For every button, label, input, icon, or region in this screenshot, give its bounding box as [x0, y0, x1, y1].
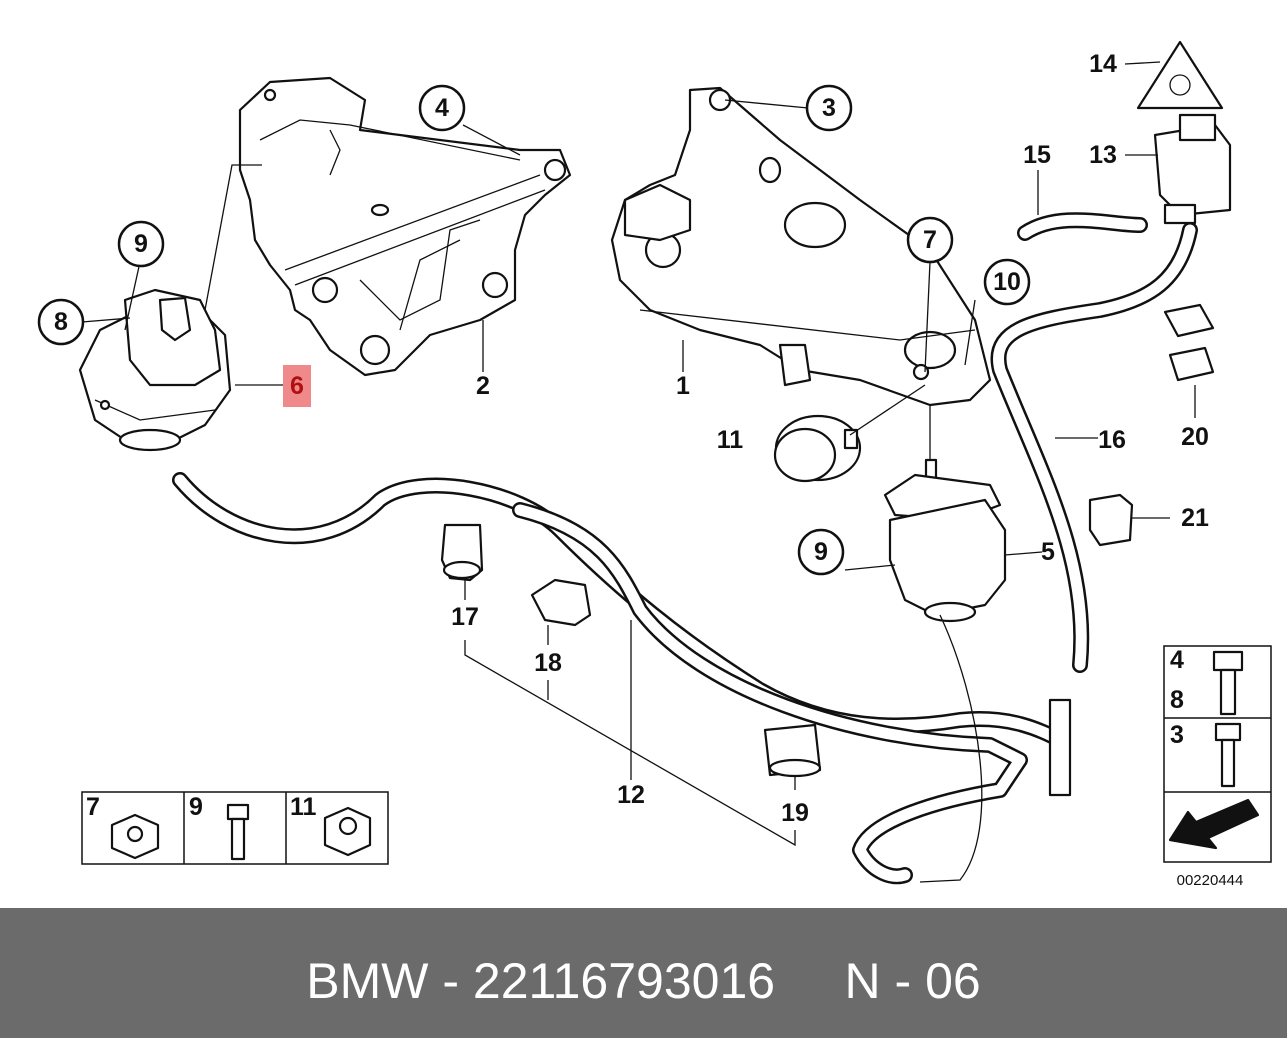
callout-20: 20 [1181, 423, 1209, 451]
callout-5: 5 [1041, 538, 1055, 566]
engine-mount-right-illustration [883, 458, 1007, 623]
callout-7: 7 [906, 216, 954, 264]
callout-16: 16 [1098, 426, 1126, 454]
callout-2: 2 [476, 372, 490, 400]
callout-6-highlighted: 6 [283, 365, 311, 407]
callout-19: 19 [781, 799, 809, 827]
vacuum-hoses-illustration [172, 212, 1198, 885]
callout-7-label: 7 [923, 226, 937, 254]
diagram-number: 00220444 [1177, 872, 1244, 889]
callout-1: 1 [676, 372, 690, 400]
engine-support-arm-illustration [610, 86, 992, 407]
callout-9-right-label: 9 [814, 538, 828, 566]
damper-illustration [773, 414, 862, 483]
footer-bar: BMW - 22116793016 N - 06 [0, 908, 1287, 1038]
callout-8-label: 8 [54, 308, 68, 336]
clip-20-illustration [1163, 303, 1215, 382]
clip-19-illustration [763, 723, 822, 778]
callout-3-label: 3 [822, 94, 836, 122]
leader-lines [81, 61, 1196, 883]
torx-bolt-icon [1214, 722, 1242, 788]
part-number-caption: BMW - 22116793016 N - 06 [306, 953, 981, 1009]
callout-11-label: 10 [993, 268, 1021, 296]
fastener-left-label-3: 11 [290, 793, 317, 821]
engine-mount-left-illustration [78, 288, 232, 452]
warning-triangle-illustration [1136, 40, 1224, 110]
callout-9-left: 9 [117, 220, 165, 268]
clip-21-illustration [1088, 493, 1134, 547]
fastener-right-label-1: 4 [1170, 646, 1184, 674]
callout-14: 14 [1089, 50, 1117, 78]
callout-4-label: 4 [435, 94, 449, 122]
fastener-table-left: 7 9 11 [81, 791, 389, 865]
callout-11: 10 [983, 258, 1031, 306]
callout-4: 4 [418, 84, 466, 132]
clip-18-illustration [530, 578, 592, 627]
fastener-right-label-3: 3 [1170, 721, 1184, 749]
engine-bracket-illustration [238, 76, 572, 377]
parts-diagram: 4 3 9 8 7 10 9 6 2 1 11 5 14 13 15 16 20… [37, 40, 1272, 889]
fastener-left-label-2: 9 [189, 793, 203, 821]
callout-9-left-label: 9 [134, 230, 148, 258]
fastener-right-label-2: 8 [1170, 686, 1184, 714]
hex-nut-icon [323, 806, 372, 857]
callout-12: 12 [617, 781, 645, 809]
stud-bolt-icon [226, 803, 250, 861]
solenoid-valve-illustration [1153, 113, 1232, 225]
hex-bolt-icon [1212, 650, 1244, 716]
clip-17-illustration [440, 523, 484, 582]
callout-18: 18 [534, 649, 562, 677]
fastener-left-label-1: 7 [86, 793, 100, 821]
callout-17: 17 [451, 603, 479, 631]
callout-10: 11 [717, 426, 744, 454]
callout-9-right: 9 [797, 528, 845, 576]
arrow-icon [1168, 798, 1260, 850]
callout-3: 3 [805, 84, 853, 132]
callout-21: 21 [1181, 504, 1209, 532]
callout-13: 13 [1089, 141, 1117, 169]
callout-8: 8 [37, 298, 85, 346]
callout-15: 15 [1023, 141, 1051, 169]
callout-6-label: 6 [290, 372, 304, 400]
flange-nut-icon [110, 813, 160, 860]
fastener-table-right: 4 8 3 00220444 [1163, 645, 1272, 889]
